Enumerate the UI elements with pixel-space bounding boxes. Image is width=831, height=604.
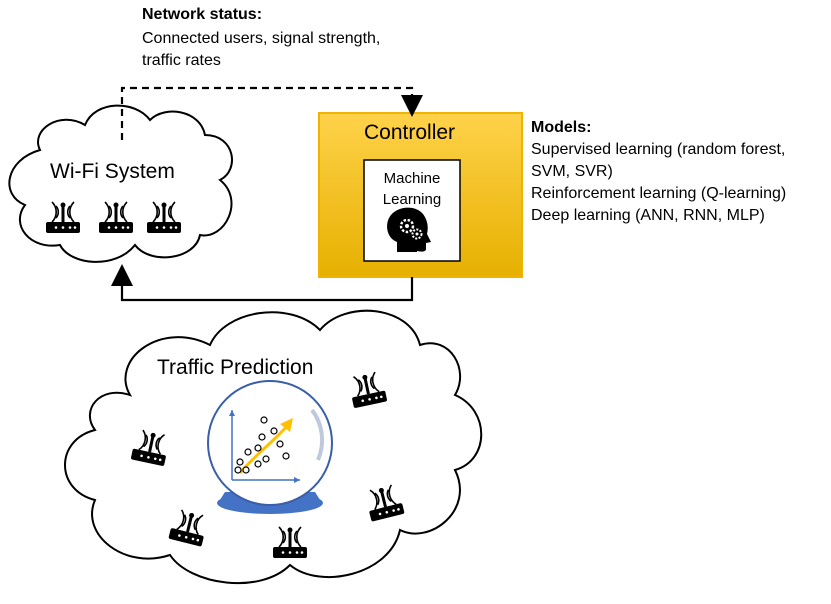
control-feedback-arrow (111, 264, 414, 302)
network-status-line2: traffic rates (142, 52, 221, 69)
network-status-arrow (120, 86, 423, 140)
models-line3: Reinforcement learning (Q-learning) (531, 185, 787, 202)
crystal-ball-chart-icon (207, 380, 333, 514)
models-line1: Supervised learning (random forest, (531, 141, 786, 158)
models-line2: SVM, SVR) (531, 163, 613, 180)
machine-learning-line2: Learning (382, 191, 442, 208)
models-heading: Models: (531, 119, 592, 136)
wifi-system-label: Wi-Fi System (50, 160, 175, 183)
network-status-heading: Network status: (142, 6, 263, 23)
machine-learning-line1: Machine (383, 170, 441, 187)
models-line4: Deep learning (ANN, RNN, MLP) (531, 207, 765, 224)
head-gears-icon (387, 207, 431, 252)
controller-title: Controller (364, 121, 456, 144)
network-status-line1: Connected users, signal strength, (142, 30, 381, 47)
traffic-prediction-label: Traffic Prediction (157, 356, 314, 379)
